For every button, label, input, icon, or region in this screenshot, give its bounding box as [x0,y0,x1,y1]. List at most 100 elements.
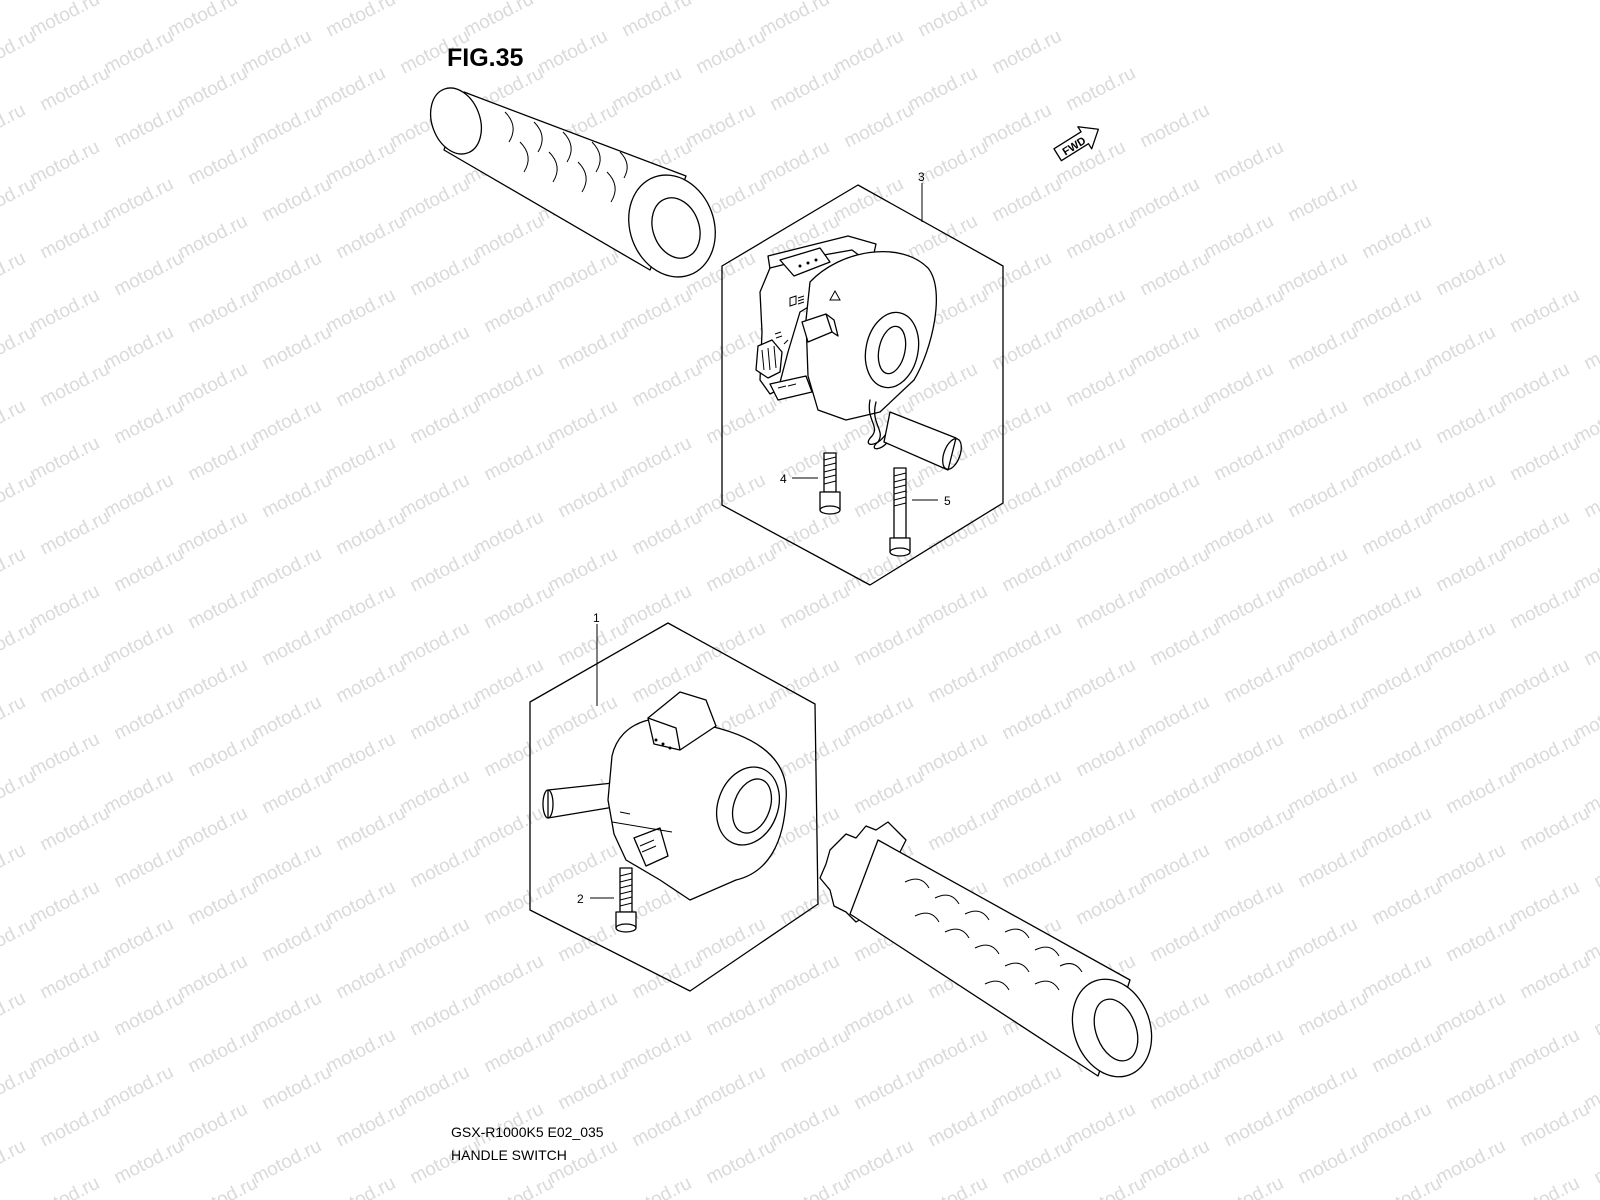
callout-5: 5 [944,494,951,508]
watermark-text: motod.ru [0,1062,39,1115]
watermark-text: motod.ru [481,1173,557,1200]
watermark-text: motod.ru [693,618,769,671]
watermark-text: motod.ru [1369,877,1445,930]
watermark-text: motod.ru [259,618,335,671]
watermark-text: motod.ru [111,248,187,301]
watermark-text: motod.ru [1423,470,1499,523]
watermark-text: motod.ru [979,248,1055,301]
watermark-text: motod.ru [1497,655,1573,708]
watermark-text: motod.ru [1581,322,1600,375]
watermark-text: motod.ru [757,0,833,41]
watermark-text: motod.ru [1073,581,1149,634]
watermark-text: motod.ru [1285,470,1361,523]
watermark-text: motod.ru [111,1136,187,1189]
watermark-text: motod.ru [27,137,103,190]
watermark-text: motod.ru [397,1062,473,1115]
watermark-text: motod.ru [0,544,29,597]
watermark-text: motod.ru [0,322,39,375]
watermark-text: motod.ru [0,766,39,819]
watermark-text: motod.ru [1211,1025,1287,1078]
watermark-text: motod.ru [1443,766,1519,819]
watermark-text: motod.ru [989,174,1065,227]
watermark-text: motod.ru [1359,1099,1435,1152]
watermark-text: motod.ru [1433,1136,1509,1189]
watermark-text: motod.ru [333,507,409,560]
watermark-text: motod.ru [323,729,399,782]
watermark-text: motod.ru [1349,285,1425,338]
watermark-text: motod.ru [1349,581,1425,634]
watermark-text: motod.ru [249,988,325,1041]
watermark-text: motod.ru [461,0,537,41]
watermark-text: motod.ru [37,507,113,560]
watermark-text: motod.ru [333,359,409,412]
watermark-text: motod.ru [111,988,187,1041]
watermark-text: motod.ru [185,729,261,782]
callout-3: 3 [918,170,925,184]
watermark-text: motod.ru [703,396,779,449]
watermark-text: motod.ru [767,655,843,708]
watermark-text: motod.ru [0,470,39,523]
watermark-text: motod.ru [1359,803,1435,856]
watermark-text: motod.ru [333,655,409,708]
watermark-text: motod.ru [1359,359,1435,412]
watermark-text: motod.ru [545,840,621,893]
watermark-text: motod.ru [407,840,483,893]
watermark-text: motod.ru [619,285,695,338]
left-handlebar-switch-assembly [755,235,962,471]
watermark-text: motod.ru [989,618,1065,671]
watermark-text: motod.ru [693,914,769,967]
watermark-text: motod.ru [323,581,399,634]
watermark-text: motod.ru [1275,544,1351,597]
watermark-text: motod.ru [683,0,759,4]
watermark-text: motod.ru [387,0,463,4]
watermark-text: motod.ru [1137,100,1213,153]
watermark-text: motod.ru [1497,507,1573,560]
watermark-text: motod.ru [101,470,177,523]
watermark-text: motod.ru [249,248,325,301]
watermark-text: motod.ru [333,803,409,856]
watermark-text: motod.ru [481,1025,557,1078]
watermark-text: motod.ru [1201,507,1277,560]
watermark-text: motod.ru [111,544,187,597]
watermark-text: motod.ru [0,692,29,745]
watermark-text: motod.ru [1285,322,1361,375]
watermark-text: motod.ru [175,211,251,264]
watermark-text: motod.ru [989,766,1065,819]
watermark-text: motod.ru [999,692,1075,745]
watermark-text: motod.ru [915,1025,991,1078]
figure-title: FIG.35 [447,44,524,72]
watermark-text: motod.ru [1507,877,1583,930]
watermark-text: motod.ru [619,1173,695,1200]
watermark-text: motod.ru [609,63,685,116]
watermark-text: motod.ru [111,692,187,745]
watermark-text: motod.ru [555,1062,631,1115]
watermark-text: motod.ru [629,507,705,560]
watermark-text: motod.ru [101,322,177,375]
throttle-grip [819,821,1153,1078]
watermark-text: motod.ru [101,766,177,819]
watermark-text: motod.ru [259,1062,335,1115]
watermark-text: motod.ru [1275,248,1351,301]
watermark-text: motod.ru [407,692,483,745]
watermark-text: motod.ru [1211,877,1287,930]
watermark-text: motod.ru [37,211,113,264]
watermark-text: motod.ru [1063,63,1139,116]
watermark-text: motod.ru [27,0,103,41]
watermark-text: motod.ru [0,618,39,671]
watermark-text: motod.ru [999,840,1075,893]
watermark-text: motod.ru [1137,692,1213,745]
watermark-text: motod.ru [1211,1173,1287,1200]
watermark-text: motod.ru [1507,729,1583,782]
watermark-text: motod.ru [0,0,29,4]
watermark-text: motod.ru [471,951,547,1004]
watermark-text: motod.ru [111,840,187,893]
watermark-text: motod.ru [851,618,927,671]
watermark-text: motod.ru [851,766,927,819]
watermark-text: motod.ru [37,1099,113,1152]
watermark-text: motod.ru [1591,988,1600,1041]
watermark-text: motod.ru [841,988,917,1041]
watermark-text: motod.ru [905,211,981,264]
watermark-text: motod.ru [249,544,325,597]
watermark-text: motod.ru [165,0,241,41]
watermark-text: motod.ru [259,322,335,375]
